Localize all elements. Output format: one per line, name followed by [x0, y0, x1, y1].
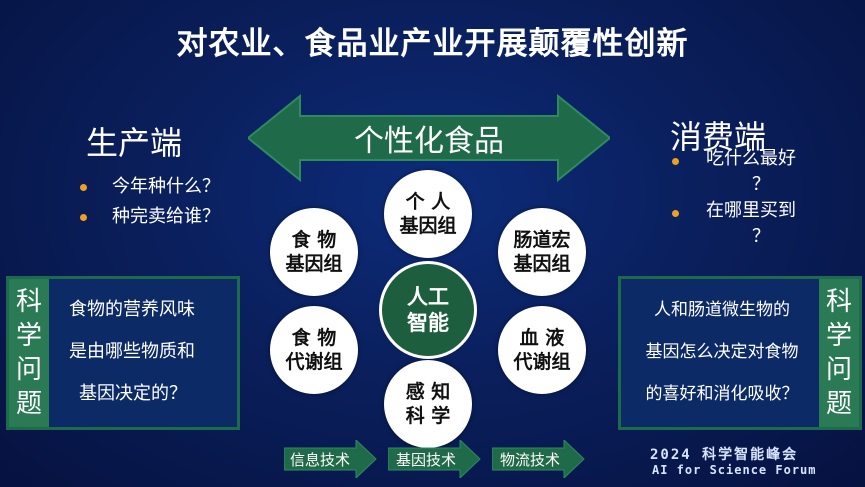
bullet-item: 吃什么最好	[672, 146, 822, 172]
forum-title-en: AI for Science Forum	[652, 463, 817, 477]
science-text-right: 人和肠道微生物的 基因怎么决定对食物 的喜好和消化吸收？	[627, 289, 817, 415]
banner-label: 个性化食品	[354, 124, 504, 159]
label-char: 题	[825, 389, 852, 419]
bullet-continuation: ？	[752, 226, 770, 247]
science-question-right: 人和肠道微生物的 基因怎么决定对食物 的喜好和消化吸收？ 科 学 问 题	[618, 276, 862, 430]
forum-title-cn: 2024 科学智能峰会	[650, 447, 799, 463]
label-char: 科	[15, 287, 42, 317]
label-char: 科	[825, 287, 852, 317]
circle-sensory-science: 感 知 科 学	[384, 360, 472, 448]
gene-tech-label: 基因技术	[396, 451, 457, 469]
circle-artificial-intelligence: 人工 智能	[382, 264, 474, 356]
science-line: 的喜好和消化吸收？	[645, 384, 799, 404]
info-tech-arrow	[284, 440, 377, 478]
science-line: 人和肠道微生物的	[654, 300, 790, 320]
science-label-left: 科 学 问 题	[9, 279, 49, 427]
label-char: 问	[15, 355, 42, 385]
info-tech-label: 信息技术	[290, 451, 351, 469]
science-line: 是由哪些物质和	[69, 341, 195, 362]
circle-blood-metabolome: 血 液 代谢组	[498, 306, 586, 394]
science-line: 基因决定的？	[79, 383, 187, 404]
science-label-right: 科 学 问 题	[819, 279, 859, 427]
circle-food-metabolome: 食 物 代谢组	[270, 306, 358, 394]
circle-gut-metagenome: 肠道宏 基因组	[498, 208, 586, 296]
production-header: 生产端	[86, 124, 183, 162]
label-char: 题	[15, 389, 42, 419]
science-line: 食物的营养风味	[69, 299, 195, 320]
bullet-text: 在哪里买到	[706, 200, 796, 221]
slide-title: 对农业、食品业产业开展颠覆性创新	[176, 26, 689, 62]
bullet-text: 吃什么最好	[706, 148, 796, 169]
label-char: 学	[15, 321, 42, 351]
consumption-header: 消费端	[670, 118, 767, 156]
logistics-tech-arrow	[492, 440, 585, 478]
logistics-tech-label: 物流技术	[500, 451, 561, 469]
circle-food-genome: 食 物 基因组	[270, 208, 358, 296]
bullet-continuation: ？	[752, 174, 770, 195]
science-text-left: 食物的营养风味 是由哪些物质和 基因决定的？	[69, 289, 195, 415]
banner-arrow	[248, 94, 610, 182]
bullet-item: 在哪里买到	[672, 198, 822, 224]
production-bullets: 今年种什么？ 种完卖给谁？	[80, 172, 220, 232]
bullet-item: 种完卖给谁？	[80, 202, 220, 232]
bullet-item: 今年种什么？	[80, 172, 220, 202]
gene-tech-arrow	[388, 440, 481, 478]
label-char: 学	[825, 321, 852, 351]
science-question-left: 科 学 问 题 食物的营养风味 是由哪些物质和 基因决定的？	[6, 276, 240, 430]
consumption-bullets: 吃什么最好 ？ 在哪里买到 ？	[672, 146, 822, 250]
label-char: 问	[825, 355, 852, 385]
circle-personal-genome: 个 人 基因组	[384, 170, 472, 258]
science-line: 基因怎么决定对食物	[645, 342, 799, 362]
